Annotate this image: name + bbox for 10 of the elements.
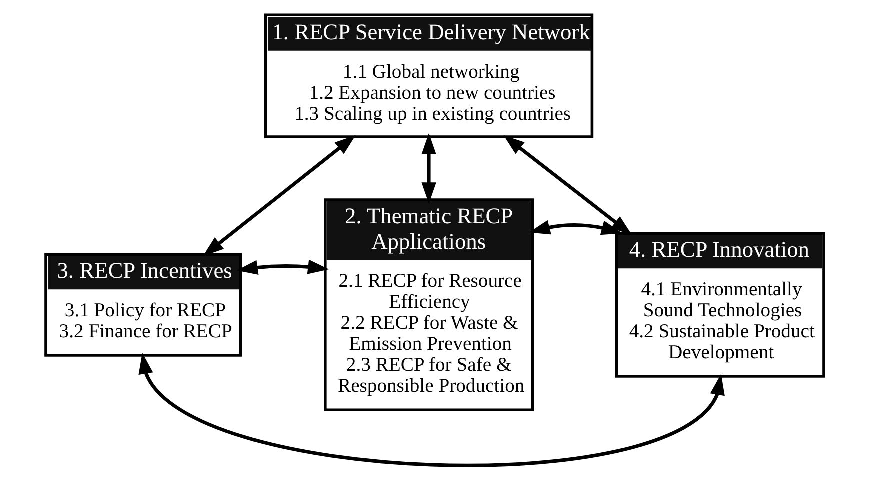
arrow <box>202 135 356 256</box>
arrow <box>138 353 724 467</box>
arrow <box>236 260 329 275</box>
arrow <box>503 135 632 236</box>
node-box: 4. RECP Innovation 4.1 Environmentally Sound Technologies 4.2 Sustainable Product Development <box>614 232 825 378</box>
arrow <box>421 133 436 204</box>
node-box: 3. RECP Incentives 3.1 Policy for RECP 3.2 Finance for RECP <box>44 253 242 357</box>
node-box: 2. Thematic RECP Applications 2.1 RECP for Resource Efficiency 2.2 RECP for Waste & Emission Prevention 2.3 RECP for Safe & Responsible Production <box>324 198 534 412</box>
arrow <box>528 220 622 236</box>
node-box: 1. RECP Service Delivery Network 1.1 Global networking 1.2 Expansion to new countries 1.3 Scaling up in existing countries <box>264 14 594 138</box>
